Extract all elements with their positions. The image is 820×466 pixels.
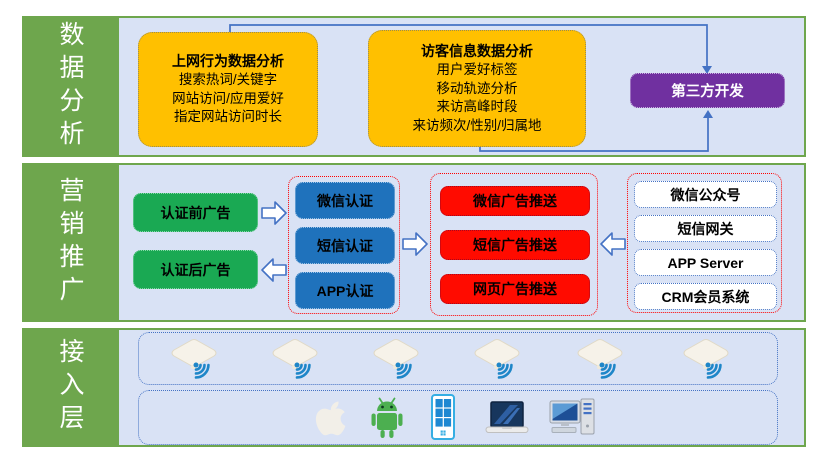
panel-data-analysis: 上网行为数据分析 搜索热词/关键字 网站访问/应用爱好 指定网站访问时长 访客信… (117, 16, 806, 157)
band-title: 营销推广 (56, 176, 84, 309)
arrow-right-icon (402, 232, 428, 256)
band-title: 接入层 (56, 338, 84, 437)
backend-box: 微信公众号 (634, 181, 777, 208)
band-access-layer: 接入层 (22, 328, 806, 447)
band-title: 数据分析 (56, 20, 84, 153)
wifi-signal-icon (294, 362, 311, 379)
access-points-row (138, 332, 778, 385)
wireless-ap-icon (272, 339, 318, 379)
auth-methods-group: 微信认证 短信认证 APP认证 (288, 176, 400, 314)
auth-method-box: 微信认证 (295, 182, 395, 219)
auth-method-box: APP认证 (295, 272, 395, 309)
panel-access-layer (117, 328, 806, 447)
ad-push-box: 网页广告推送 (440, 274, 590, 304)
desktop-icon (549, 398, 595, 435)
post-auth-ad-box: 认证后广告 (133, 250, 258, 289)
visitor-line: 用户爱好标签 (436, 61, 518, 77)
band-label-marketing: 营销推广 (22, 163, 117, 322)
ad-push-group: 微信广告推送 短信广告推送 网页广告推送 (430, 173, 598, 316)
backend-box: CRM会员系统 (634, 283, 777, 310)
wifi-signal-icon (395, 362, 412, 379)
apple-icon (315, 401, 346, 436)
ad-push-box: 微信广告推送 (440, 186, 590, 216)
ad-push-box: 短信广告推送 (440, 230, 590, 260)
wireless-ap-icon (683, 339, 729, 379)
behavior-analysis-box: 上网行为数据分析 搜索热词/关键字 网站访问/应用爱好 指定网站访问时长 (138, 32, 318, 147)
wifi-signal-icon (705, 362, 722, 379)
arrow-left-icon (600, 232, 626, 256)
band-label-access-layer: 接入层 (22, 328, 117, 447)
band-label-data-analysis: 数据分析 (22, 16, 117, 157)
wifi-signal-icon (599, 362, 616, 379)
pre-auth-ad-box: 认证前广告 (133, 193, 258, 232)
auth-method-box: 短信认证 (295, 227, 395, 264)
laptop-icon (485, 401, 529, 433)
windows-phone-icon (431, 394, 455, 440)
behavior-line: 搜索热词/关键字 (178, 72, 278, 88)
android-icon (371, 397, 403, 438)
arrow-left-icon (261, 258, 287, 282)
visitor-line: 来访高峰时段 (436, 99, 518, 115)
wireless-ap-icon (171, 339, 217, 379)
behavior-analysis-title: 上网行为数据分析 (172, 52, 284, 69)
band-data-analysis: 数据分析 上网行为数据分析 搜索热词/关键字 网站访问/应用爱好 指定网站访问时… (22, 16, 806, 157)
third-party-dev-box: 第三方开发 (630, 73, 785, 108)
arrow-right-icon (261, 201, 287, 225)
behavior-line: 指定网站访问时长 (174, 109, 282, 125)
behavior-line: 网站访问/应用爱好 (172, 90, 284, 106)
band-marketing: 营销推广 认证前广告 认证后广告 微信认证 短信认证 APP认证 微信广告推送 … (22, 163, 806, 322)
backend-box: 短信网关 (634, 215, 777, 242)
visitor-line: 来访频次/性别/归属地 (412, 117, 542, 133)
wireless-ap-icon (577, 339, 623, 379)
backend-systems-group: 微信公众号 短信网关 APP Server CRM会员系统 (627, 173, 782, 313)
panel-marketing: 认证前广告 认证后广告 微信认证 短信认证 APP认证 微信广告推送 短信广告推… (117, 163, 806, 322)
wireless-ap-icon (373, 339, 419, 379)
client-devices-row (138, 390, 778, 445)
backend-box: APP Server (634, 249, 777, 276)
visitor-line: 移动轨迹分析 (436, 80, 518, 96)
visitor-analysis-box: 访客信息数据分析 用户爱好标签 移动轨迹分析 来访高峰时段 来访频次/性别/归属… (368, 30, 586, 147)
wireless-ap-icon (474, 339, 520, 379)
visitor-analysis-title: 访客信息数据分析 (421, 42, 533, 59)
wifi-signal-icon (193, 362, 210, 379)
wifi-signal-icon (496, 362, 513, 379)
